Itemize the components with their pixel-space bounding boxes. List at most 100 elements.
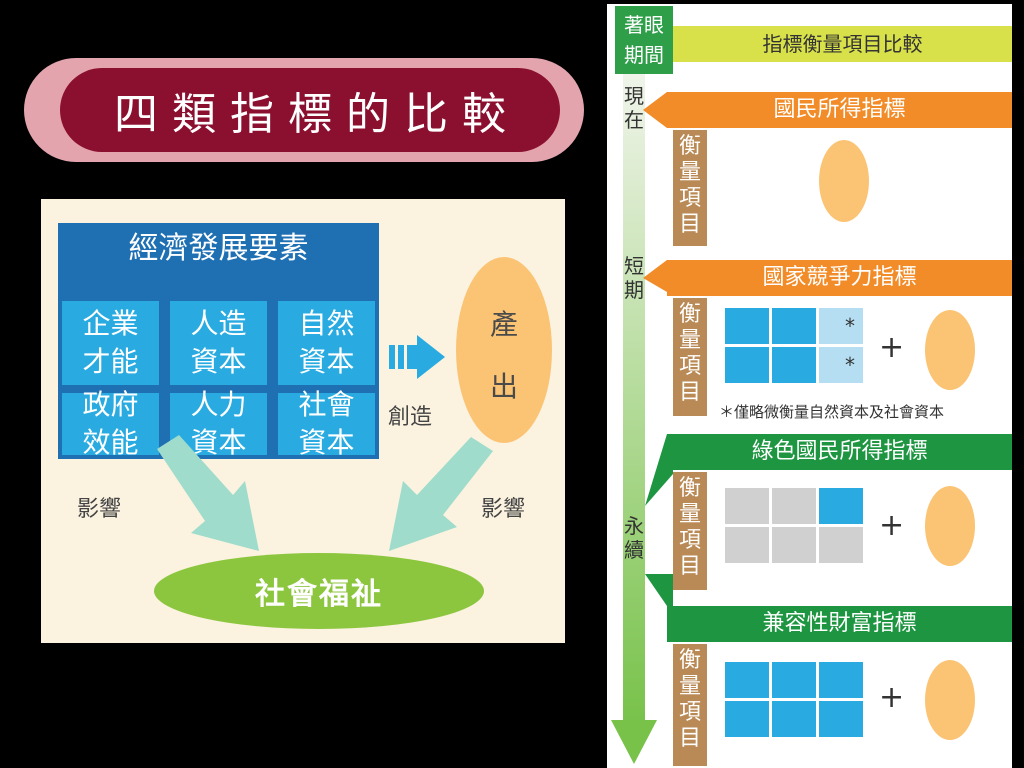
output-egg-icon	[925, 310, 975, 390]
comparison-header: 指標衡量項目比較	[673, 26, 1012, 62]
measure-text: 衡	[678, 476, 701, 501]
capital-grid	[725, 662, 863, 737]
grid-cell	[725, 308, 769, 344]
time-label-short: 短 期	[621, 254, 647, 302]
plus-sign: +	[879, 680, 905, 715]
measure-text: 量	[678, 160, 701, 185]
grid-cell	[725, 701, 769, 737]
section-connector-icon	[645, 434, 673, 606]
grid-cell	[725, 527, 769, 563]
grid-cell	[772, 347, 816, 383]
factors-heading: 經濟發展要素	[128, 231, 309, 266]
grid-cell	[819, 701, 863, 737]
timeline-arrow-icon	[611, 720, 657, 764]
grid-cell	[819, 527, 863, 563]
title-banner: 四類指標的比較	[24, 58, 584, 162]
star-mark: *	[845, 314, 855, 338]
factor-text: 自然	[298, 307, 355, 340]
grid-cell	[725, 488, 769, 524]
measure-text: 項	[678, 528, 701, 553]
grid-cell	[725, 347, 769, 383]
factor-cell: 人造 資本	[170, 301, 267, 385]
measure-text: 項	[678, 186, 701, 211]
factor-cell: 社會 資本	[278, 388, 375, 459]
time-label-now: 現 在	[621, 84, 647, 132]
development-factors-table: 經濟發展要素 企業 才能 人造 資本 自然 資本 政府 效能 人力 資本 社會 …	[58, 223, 379, 459]
social-welfare-ellipse: 社會福祉	[154, 553, 484, 629]
footnote: ＊僅略微衡量自然資本及社會資本	[719, 403, 945, 421]
slide-title: 四類指標的比較	[114, 89, 520, 140]
output-egg-icon	[819, 140, 869, 222]
grid-cell	[725, 662, 769, 698]
factor-text: 資本	[190, 426, 247, 459]
measure-text: 目	[678, 380, 701, 405]
time-text: 短	[624, 254, 644, 278]
factor-text: 社會	[298, 388, 355, 421]
grid-cell	[772, 308, 816, 344]
plus-sign: +	[879, 508, 905, 543]
measure-label-box: 衡 量 項 目	[673, 644, 707, 766]
factor-text: 人力	[190, 388, 247, 421]
capital-grid: * *	[725, 308, 863, 383]
create-label: 創造	[388, 405, 433, 430]
focus-text: 著眼	[624, 13, 664, 37]
measure-text: 量	[678, 328, 701, 353]
measure-label-box: 衡 量 項 目	[673, 298, 707, 416]
influence-label-right: 影響	[481, 497, 526, 522]
measure-text: 目	[678, 212, 701, 237]
influence-right-arrow-icon	[389, 437, 493, 551]
measure-text: 目	[678, 554, 701, 579]
measure-text: 項	[678, 700, 701, 725]
section-competitiveness: 國家競爭力指標	[667, 260, 1012, 296]
factor-text: 人造	[190, 307, 247, 340]
focus-period-box: 著眼 期間	[615, 6, 673, 74]
factor-text: 資本	[298, 426, 355, 459]
section-inclusive-wealth: 兼容性財富指標	[667, 606, 1012, 642]
grid-cell	[819, 662, 863, 698]
timeline-bar	[623, 74, 645, 724]
section-national-income: 國民所得指標	[667, 92, 1012, 128]
factor-text: 資本	[298, 345, 355, 378]
grid-cell: *	[819, 308, 863, 344]
measure-text: 衡	[678, 302, 701, 327]
indicator-comparison-panel: 著眼 期間 指標衡量項目比較 現 在 短 期 永 續 國民所得指標 衡 量 項 …	[607, 4, 1012, 768]
economic-development-diagram: 經濟發展要素 企業 才能 人造 資本 自然 資本 政府 效能 人力 資本 社會 …	[41, 199, 565, 643]
measure-text: 衡	[678, 134, 701, 159]
influence-left-arrow-icon	[157, 435, 259, 551]
time-text: 現	[624, 84, 644, 108]
output-egg-icon	[925, 660, 975, 740]
factor-cell: 自然 資本	[278, 301, 375, 385]
capital-grid	[725, 488, 863, 563]
influence-label-left: 影響	[77, 497, 122, 522]
factor-text: 資本	[190, 345, 247, 378]
grid-cell	[772, 701, 816, 737]
output-text: 出	[489, 370, 518, 403]
measure-text: 項	[678, 354, 701, 379]
time-text: 永	[624, 514, 644, 538]
title-banner-inner: 四類指標的比較	[60, 68, 560, 152]
star-mark: *	[845, 353, 855, 377]
grid-cell	[772, 527, 816, 563]
grid-cell	[772, 488, 816, 524]
measure-text: 量	[678, 502, 701, 527]
measure-label-box: 衡 量 項 目	[673, 472, 707, 590]
factor-text: 政府	[82, 388, 139, 421]
factor-text: 才能	[82, 345, 139, 378]
measure-label-box: 衡 量 項 目	[673, 130, 707, 246]
factor-cell: 企業 才能	[62, 301, 159, 385]
output-text: 產	[489, 308, 518, 341]
create-arrow-icon	[389, 335, 445, 379]
focus-text: 期間	[624, 43, 664, 67]
measure-text: 衡	[678, 648, 701, 673]
measure-text: 量	[678, 674, 701, 699]
measure-text: 目	[678, 726, 701, 751]
factor-text: 企業	[82, 307, 139, 340]
factor-text: 效能	[82, 426, 139, 459]
plus-sign: +	[879, 330, 905, 365]
section-connector-icon	[643, 92, 667, 292]
grid-cell	[819, 488, 863, 524]
section-green-income: 綠色國民所得指標	[667, 434, 1012, 470]
grid-cell: *	[819, 347, 863, 383]
time-text: 續	[624, 538, 644, 562]
time-text: 期	[624, 278, 644, 302]
